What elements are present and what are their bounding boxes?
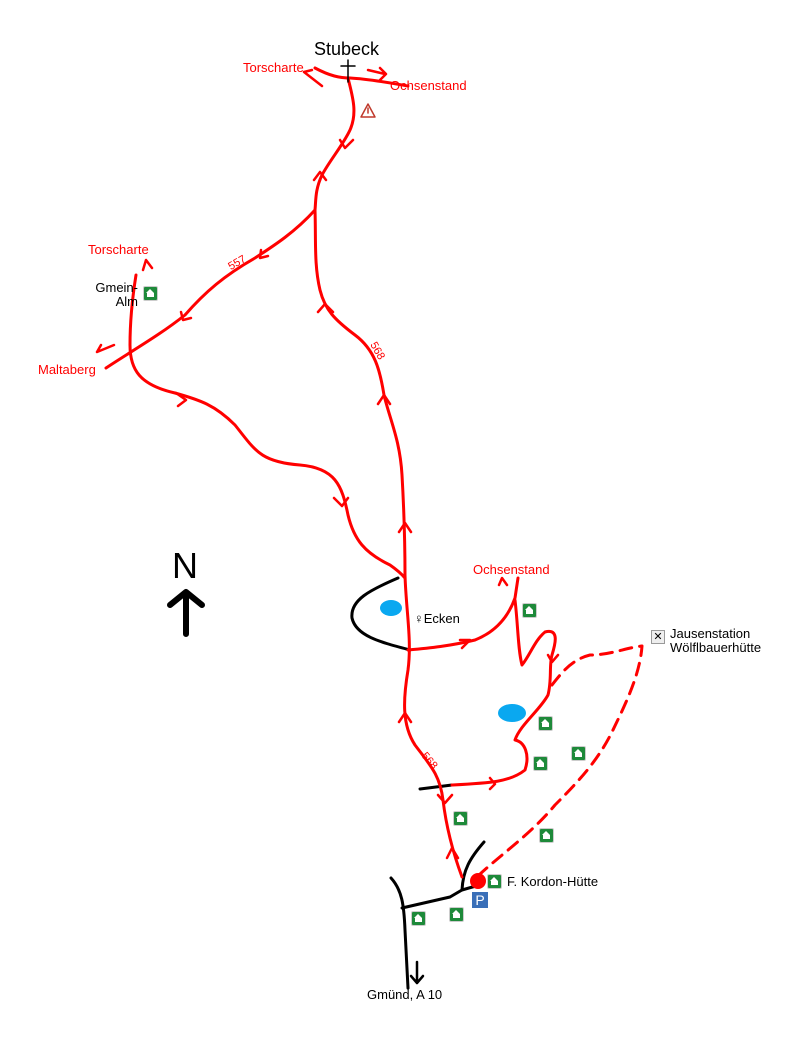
hut-icon [453, 811, 468, 826]
warning-icon [360, 103, 376, 118]
start-point-marker [470, 873, 486, 889]
restaurant-icon: ✕ [651, 630, 665, 644]
place-ochsenstand-top: Ochsenstand [390, 78, 467, 93]
hut-icon [143, 286, 158, 301]
parking-icon: P [472, 892, 488, 908]
place-stubeck: Stubeck [314, 39, 380, 59]
hut-icon [449, 907, 464, 922]
lake-ecken [380, 600, 402, 616]
road-gmuend [389, 876, 410, 990]
road-ecken-loop [350, 576, 412, 652]
place-maltaberg: Maltaberg [38, 362, 96, 377]
place-torscharte-top: Torscharte [243, 60, 304, 75]
ecken-label: Ecken [423, 611, 460, 626]
place-ecken: ♀Ecken [414, 612, 460, 626]
place-jausenstation: Jausenstation Wölflbauerhütte [670, 626, 762, 655]
keyhole-icon: ♀ [414, 611, 424, 626]
trail-568-main [313, 76, 464, 879]
hut-icon [571, 746, 586, 761]
trail-557 [104, 208, 317, 370]
trail-ecken-ochsenstand [406, 576, 520, 652]
place-torscharte-west: Torscharte [88, 242, 149, 257]
hut-icon [539, 828, 554, 843]
hut-icon [533, 756, 548, 771]
place-gmein-alm: Gmein- Alm [95, 280, 138, 309]
place-gmuend: Gmünd, A 10 [367, 987, 443, 1002]
place-ochsenstand-east: Ochsenstand [473, 562, 550, 577]
trail-stubeck-cross [313, 66, 410, 88]
direction-arrows [95, 66, 560, 860]
north-label: N [172, 545, 198, 586]
hut-icon [487, 874, 502, 889]
hut-icon [411, 911, 426, 926]
north-arrow-icon [167, 589, 205, 637]
hut-icon [522, 603, 537, 618]
place-kordon-huette: F. Kordon-Hütte [507, 874, 599, 889]
trail-east-dashed [476, 644, 644, 878]
trail-east-loop [450, 598, 557, 787]
summit-cross-icon [340, 59, 356, 83]
trail-west-loop [128, 273, 407, 580]
hut-icon [538, 716, 553, 731]
arrow-gmuend [409, 960, 425, 985]
road-south-spur [418, 783, 454, 791]
lake-east [498, 704, 526, 722]
